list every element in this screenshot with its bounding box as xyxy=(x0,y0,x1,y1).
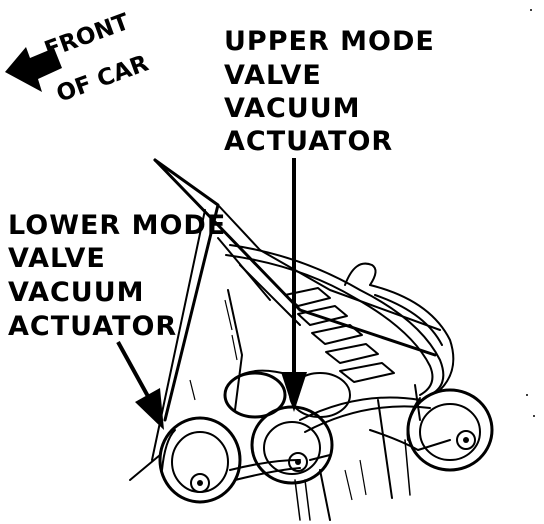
lower-mode-label: LOWER MODE VALVE VACUUM ACTUATOR xyxy=(8,210,226,342)
front-label-line1: FRONT xyxy=(41,9,133,64)
lower-mode-actuator xyxy=(158,416,242,504)
front-of-car-label: FRONT OF CAR xyxy=(41,9,152,108)
stray-mark xyxy=(530,9,532,11)
lower-label-line1: LOWER MODE xyxy=(8,210,226,241)
upper-label-line2: VALVE xyxy=(224,60,322,91)
upper-label-line3: VACUUM xyxy=(224,93,361,124)
lower-label-line3: VACUUM xyxy=(8,277,145,308)
lower-actuator-pointer xyxy=(116,341,164,430)
upper-label-line4: ACTUATOR xyxy=(224,126,393,157)
upper-label-line1: UPPER MODE xyxy=(224,26,435,57)
upper-mode-actuator xyxy=(250,405,334,485)
vacuum-hoses xyxy=(225,244,455,481)
lower-label-line4: ACTUATOR xyxy=(8,311,177,342)
front-arrow-icon xyxy=(5,47,62,92)
stray-mark xyxy=(526,394,528,396)
upper-actuator-pointer xyxy=(281,158,307,412)
vent-louvers xyxy=(284,287,395,383)
upper-mode-label: UPPER MODE VALVE VACUUM ACTUATOR xyxy=(224,26,435,157)
stray-mark xyxy=(533,415,535,417)
lower-label-line2: VALVE xyxy=(8,243,106,274)
front-label-line2: OF CAR xyxy=(53,50,152,107)
right-actuator xyxy=(406,388,494,472)
